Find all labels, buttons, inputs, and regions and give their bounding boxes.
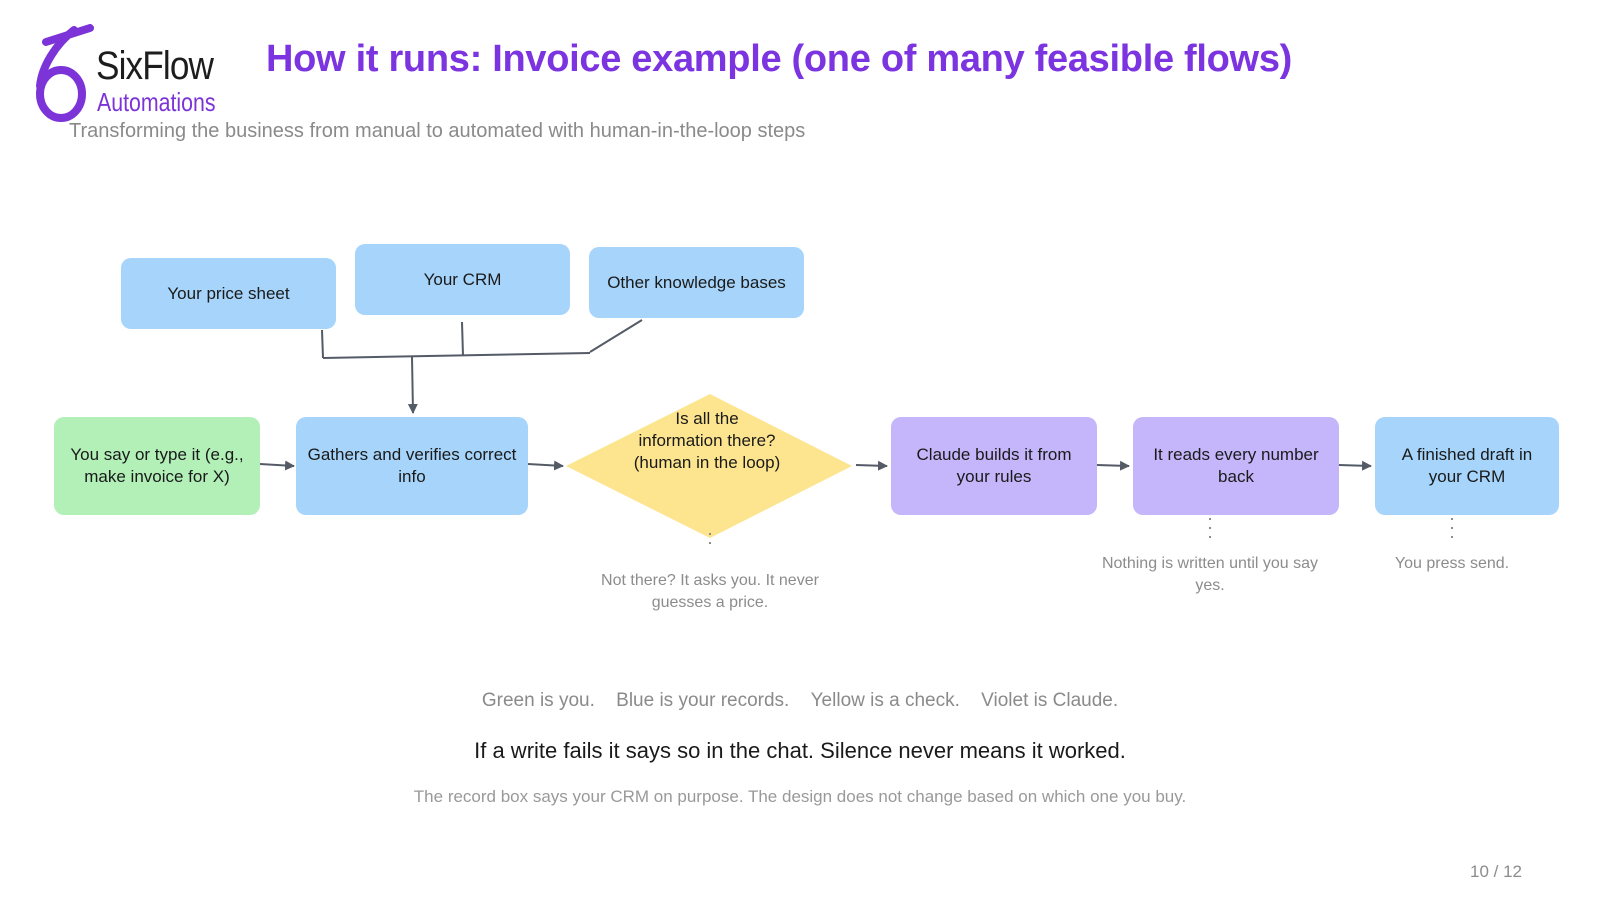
flow-build-box: Claude builds it from your rules	[891, 417, 1097, 515]
brand-subname: Automations	[97, 87, 216, 117]
arrow-build-to-readback	[1096, 460, 1130, 471]
arrow-readback-to-finish	[1338, 460, 1372, 471]
source-knowledge-bases: Other knowledge bases	[589, 247, 804, 318]
arrow-check-to-build	[855, 460, 888, 471]
note-readback: Nothing is written until you say yes.	[1101, 555, 1319, 594]
page-number: 10 / 12	[1470, 862, 1522, 881]
color-legend: Green is you. Blue is your records. Yell…	[0, 690, 1600, 712]
legend-blue: Blue is your records.	[616, 690, 790, 711]
source-crm: Your CRM	[355, 244, 570, 315]
flow-readback-box: It reads every number back	[1133, 417, 1339, 515]
note-connectors	[709, 518, 1453, 550]
legend-violet: Violet is Claude.	[981, 690, 1119, 711]
page-subtitle: Transforming the business from manual to…	[69, 120, 806, 142]
page-title: How it runs: Invoice example (one of man…	[266, 38, 1293, 80]
check-diamond	[566, 394, 852, 538]
key-message: If a write fails it says so in the chat.…	[474, 738, 1126, 763]
note-finish: You press send.	[1394, 555, 1510, 572]
flow-gather-box: Gathers and verifies correct info	[296, 417, 528, 515]
arrow-gather-to-check	[527, 460, 564, 471]
flow-finish-box: A finished draft in your CRM	[1375, 417, 1559, 515]
flow-start-box: You say or type it (e.g., make invoice f…	[54, 417, 260, 515]
footnote: The record box says your CRM on purpose.…	[413, 787, 1187, 806]
arrow-start-to-gather	[259, 460, 295, 471]
note-check: Not there? It asks you. It never guesses…	[601, 572, 819, 611]
legend-yellow: Yellow is a check.	[810, 690, 960, 711]
brand-name: SixFlow	[96, 44, 214, 88]
source-merge-lines	[321, 319, 643, 359]
flow-check-label: Is all the information there? (human in …	[633, 409, 781, 472]
brand-logo: SixFlow Automations	[34, 24, 234, 124]
source-price-sheet: Your price sheet	[121, 258, 336, 329]
legend-green: Green is you.	[481, 690, 595, 711]
six-logo-icon	[36, 24, 94, 122]
merge-to-gather-arrow	[407, 356, 418, 414]
